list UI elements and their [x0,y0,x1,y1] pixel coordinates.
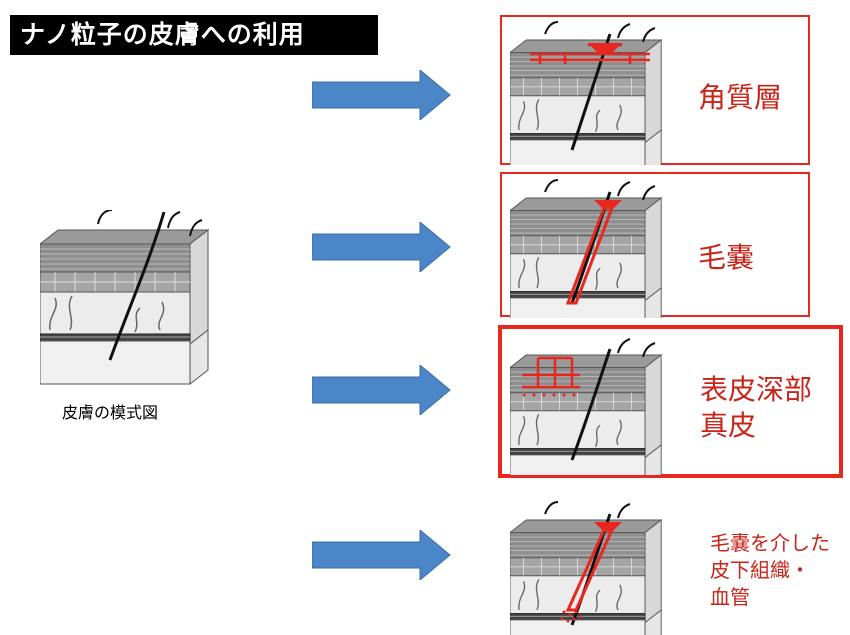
arrow-to-subcutaneous [312,530,451,580]
skin-model-caption: 皮膚の模式図 [62,403,159,422]
label-line: 血管 [710,585,750,609]
label-subcutaneous-blood-vessel: 毛嚢を介した 皮下組織・ 血管 [710,530,830,611]
arrow-to-stratum-corneum [312,70,451,120]
arrow-to-deep-epidermis [312,365,451,415]
skin-diagram-subcutaneous [510,501,662,635]
skin-diagram-stratum-corneum [510,21,662,165]
arrow-to-hair-follicle [312,222,451,272]
label-line: 毛嚢を介した [710,531,830,555]
target-panel-deep-epidermis-dermis [498,325,843,478]
label-line: 毛嚢 [698,241,755,274]
label-line: 真皮 [700,409,757,442]
label-line: 角質層 [698,81,783,114]
label-hair-follicle: 毛嚢 [698,240,754,276]
label-stratum-corneum: 角質層 [698,80,782,116]
label-line: 表皮深部 [700,373,813,406]
skin-diagram-deep-epidermis [510,338,662,475]
label-line: 皮下組織・ [710,558,810,582]
label-deep-epidermis-dermis: 表皮深部 真皮 [700,372,812,444]
skin-diagram-hair-follicle [510,179,662,318]
page-title: ナノ粒子の皮膚への利用 [10,15,378,55]
skin-model-diagram [40,210,209,385]
